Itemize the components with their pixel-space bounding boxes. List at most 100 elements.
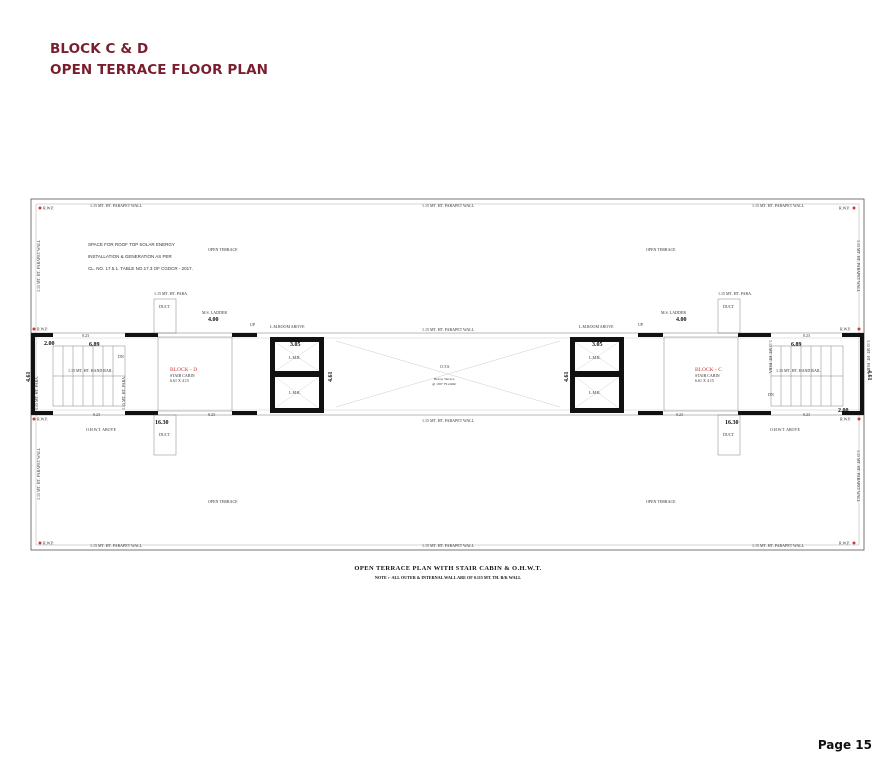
solar-note-line-3: CL. NO. 17.5.1. TABLE NO.17.3 OF CGDCR -… bbox=[88, 266, 193, 271]
ohwt-label: O.H.W.T. ABOVE bbox=[770, 427, 800, 432]
parapet-label: 1.15 MT. HT. PARAPET WALL bbox=[422, 543, 475, 548]
rwp-label: R.W.P. bbox=[839, 541, 850, 546]
stair-size-label: 6.61 X 4.15 bbox=[170, 378, 189, 383]
parapet-side-label: 1.15 MT. HT. PARAPET WALL bbox=[856, 240, 861, 293]
dim-2-00: 2.00 bbox=[44, 341, 55, 347]
parapet-side-label: 1.15 MT. HT. PARAPET WALL bbox=[36, 447, 41, 500]
rwp-marker bbox=[857, 327, 861, 331]
ms-ladder-label: M.S. LADDER bbox=[661, 310, 686, 315]
rwp-marker bbox=[38, 541, 42, 545]
rwp-label: R.W.P. bbox=[43, 541, 54, 546]
lmr-label: L.M.R. bbox=[289, 355, 301, 360]
hand-rail-label: 1.15 MT. HT. HAND RAIL bbox=[776, 368, 821, 373]
lmr-label: L.M.R. bbox=[589, 390, 601, 395]
open-terrace-label: OPEN TERRACE bbox=[208, 499, 238, 504]
para-short-label: 1.15 MT. HT. PARA. bbox=[768, 340, 773, 374]
parapet-label: 1.15 MT. HT. PARAPET WALL bbox=[422, 203, 475, 208]
rwp-marker bbox=[38, 206, 42, 210]
ots-cross bbox=[335, 340, 561, 408]
parapet-side-label: 1.15 MT. HT. PARAPET WALL bbox=[36, 239, 41, 292]
dim-16-30: 16.30 bbox=[725, 420, 739, 426]
solar-note-line-1: SPACE FOR ROOF TOP SOLAR ENERGY bbox=[88, 242, 175, 247]
dim-4-61: 4.61 bbox=[564, 372, 570, 383]
dim-4-61: 4.61 bbox=[328, 372, 334, 383]
dim-0-23: 0.23 bbox=[803, 333, 810, 338]
parapet-label: 1.15 MT. HT. PARAPET WALL bbox=[90, 203, 143, 208]
parapet-label: 1.15 MT. HT. PARA. bbox=[718, 291, 752, 296]
para-short-label: 1.15 MT. HT. PARA. bbox=[121, 376, 126, 410]
ots-sub-1: Below Terrace bbox=[434, 377, 455, 381]
lm-room-above-label: L.M.ROOM ABOVE bbox=[579, 324, 614, 329]
hand-rail-label: 1.15 MT. HT. HAND RAIL bbox=[68, 368, 113, 373]
duct-label: DUCT bbox=[723, 432, 734, 437]
parapet-label: 1.15 MT. HT. PARAPET WALL bbox=[752, 203, 805, 208]
page-number: Page 15 bbox=[817, 738, 872, 752]
parapet-side-label: 1.15 MT. HT. PARAPET WALL bbox=[856, 450, 861, 503]
dim-0-23: 0.23 bbox=[803, 412, 810, 417]
drawing-note: NOTE :- ALL OUTER & INTERNAL WALL ARE OF… bbox=[375, 575, 521, 580]
duct-label: DUCT bbox=[723, 304, 734, 309]
stair-cabin-label: STAIR CABIN bbox=[170, 373, 195, 378]
parapet-mid-label: 1.15 MT. HT. PARAPET WALL bbox=[422, 327, 475, 332]
rwp-label: R.W.P. bbox=[37, 417, 48, 422]
parapet-label: 1.15 MT. HT. PARAPET WALL bbox=[90, 543, 143, 548]
rwp-label: R.W.P. bbox=[839, 206, 850, 211]
dn-label: DN bbox=[118, 354, 124, 359]
dim-4-00: 4.00 bbox=[676, 317, 687, 323]
walls-right bbox=[638, 333, 864, 415]
stair-cabin-label: STAIR CABIN bbox=[695, 373, 720, 378]
dim-3-05: 3.05 bbox=[592, 342, 603, 348]
lm-room-above-label: L.M.ROOM ABOVE bbox=[270, 324, 305, 329]
stair-size-label: 6.61 X 4.15 bbox=[695, 378, 714, 383]
parapet-mid-label: 1.15 MT. HT. PARAPET WALL bbox=[422, 418, 475, 423]
drawing-caption: OPEN TERRACE PLAN WITH STAIR CABIN & O.H… bbox=[354, 565, 541, 572]
dim-2-00: 2.00 bbox=[838, 408, 849, 414]
open-terrace-label: OPEN TERRACE bbox=[646, 247, 676, 252]
lmr-right bbox=[570, 337, 624, 413]
ducts bbox=[153, 298, 741, 456]
lmr-label: L.M.R. bbox=[289, 390, 301, 395]
title-line-2: OPEN TERRACE FLOOR PLAN bbox=[50, 62, 269, 78]
rwp-marker bbox=[32, 417, 36, 421]
dim-4-61: 4.61 bbox=[26, 372, 32, 383]
dim-4-00: 4.00 bbox=[208, 317, 219, 323]
parapet-label: 1.15 MT. HT. PARAPET WALL bbox=[752, 543, 805, 548]
ots-label: O.T.S. bbox=[440, 364, 450, 369]
up-label: UP bbox=[638, 322, 644, 327]
duct-label: DUCT bbox=[159, 432, 170, 437]
block-c-label: BLOCK - C bbox=[695, 367, 722, 373]
dim-0-23: 0.23 bbox=[676, 412, 683, 417]
parapet-label: 1.15 MT. HT. PARA. bbox=[154, 291, 188, 296]
stair-right bbox=[663, 336, 844, 412]
stair-left bbox=[52, 336, 233, 412]
lmr-label: L.M.R. bbox=[589, 355, 601, 360]
ms-ladder-label: M.S. LADDER bbox=[202, 310, 227, 315]
dim-4-61: 4.61 bbox=[866, 370, 872, 381]
rwp-marker bbox=[852, 541, 856, 545]
dim-6-89: 6.89 bbox=[791, 342, 802, 348]
up-label: UP bbox=[250, 322, 256, 327]
title-line-1: BLOCK C & D bbox=[50, 41, 149, 57]
ots-sub-2: @ 16'0" FLOOR bbox=[432, 382, 456, 386]
rwp-marker bbox=[32, 327, 36, 331]
inner-parapet bbox=[35, 203, 860, 546]
dim-3-05: 3.05 bbox=[290, 342, 301, 348]
outer-parapet bbox=[30, 198, 865, 551]
solar-note-line-2: INSTALLATION & GENERATION AS PER bbox=[88, 254, 173, 259]
dim-0-23: 0.23 bbox=[93, 412, 100, 417]
para-side-label: 1.15 MT. HT. PARA. bbox=[866, 340, 871, 374]
dim-0-23: 0.23 bbox=[208, 412, 215, 417]
dim-16-30: 16.30 bbox=[155, 420, 169, 426]
rwp-marker bbox=[857, 417, 861, 421]
rwp-label: R.W.P. bbox=[840, 327, 851, 332]
dim-6-89: 6.89 bbox=[89, 342, 100, 348]
walls-left bbox=[31, 333, 257, 415]
para-side-label: 1.15 MT. HT. PARA. bbox=[34, 376, 39, 410]
ohwt-label: O.H.W.T. ABOVE bbox=[86, 427, 116, 432]
lmr-left bbox=[270, 337, 324, 413]
open-terrace-label: OPEN TERRACE bbox=[208, 247, 238, 252]
dim-0-23: 0.23 bbox=[82, 333, 89, 338]
block-d-label: BLOCK - D bbox=[170, 367, 197, 373]
rwp-label: R.W.P. bbox=[43, 206, 54, 211]
rwp-label: R.W.P. bbox=[840, 417, 851, 422]
